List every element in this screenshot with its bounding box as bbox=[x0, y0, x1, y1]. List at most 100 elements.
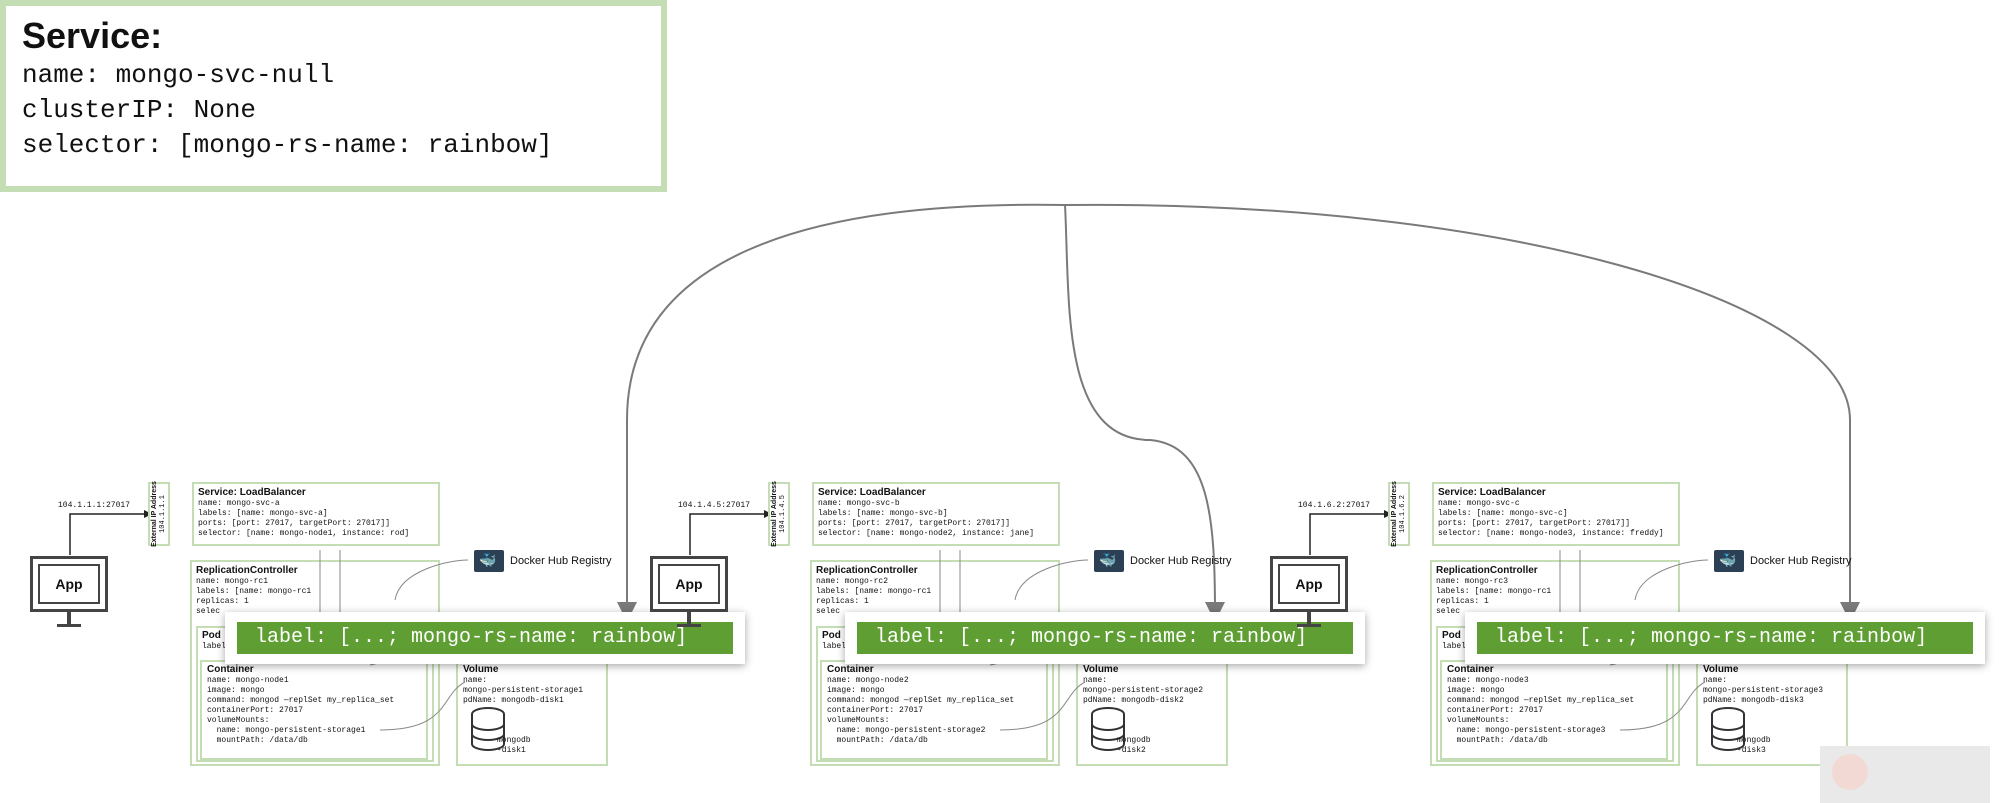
container-line: containerPort: 27017 bbox=[1447, 706, 1544, 715]
container-line: mountPath: /data/db bbox=[1447, 736, 1548, 745]
loadbalancer-title: Service: LoadBalancer bbox=[198, 487, 306, 498]
loadbalancer-line: labels: [name: mongo-svc-c] bbox=[1438, 509, 1568, 518]
docker-icon bbox=[474, 550, 504, 572]
docker-label: Docker Hub Registry bbox=[1130, 555, 1232, 567]
container-line: containerPort: 27017 bbox=[827, 706, 924, 715]
loadbalancer-line: ports: [port: 27017, targetPort: 27017]] bbox=[198, 519, 391, 528]
headless-service-box: Service: name: mongo-svc-null clusterIP:… bbox=[0, 0, 667, 192]
volume-line: mongo-persistent-storage2 bbox=[1083, 686, 1204, 695]
container-line: name: mongo-persistent-storage1 bbox=[207, 726, 366, 735]
rc-line: labels: [name: mongo-rc1 bbox=[196, 587, 312, 596]
pod-label-line: label bbox=[202, 642, 227, 651]
container-line: name: mongo-persistent-storage3 bbox=[1447, 726, 1606, 735]
loadbalancer-line: ports: [port: 27017, targetPort: 27017]] bbox=[1438, 519, 1631, 528]
container-line: name: mongo-persistent-storage2 bbox=[827, 726, 986, 735]
loadbalancer-title: Service: LoadBalancer bbox=[1438, 487, 1546, 498]
container-line: command: mongod —replSet my_replica_set bbox=[1447, 696, 1635, 705]
volume-line: pdName: mongodb-disk3 bbox=[1703, 696, 1804, 705]
rc-line: labels: [name: mongo-rc1 bbox=[1436, 587, 1552, 596]
service-title: Service: bbox=[22, 15, 163, 56]
docker-icon bbox=[1714, 550, 1744, 572]
container-title: Container bbox=[1447, 664, 1494, 675]
loadbalancer-line: selector: [name: mongo-node1, instance: … bbox=[198, 529, 410, 538]
volume-line: name: bbox=[1083, 676, 1108, 685]
pod-title: Pod bbox=[202, 630, 221, 641]
container-line: name: mongo-node1 bbox=[207, 676, 289, 685]
label-banner-text: label: [...; mongo-rs-name: rainbow] bbox=[237, 622, 733, 654]
app-label: App bbox=[1278, 564, 1340, 604]
arrow-to-node3 bbox=[1064, 203, 1860, 622]
ip-port-label: 104.1.1.1:27017 bbox=[58, 501, 131, 510]
loadbalancer-line: name: mongo-svc-c bbox=[1438, 499, 1520, 508]
watermark bbox=[1820, 746, 1990, 803]
rc-title: ReplicationController bbox=[816, 565, 918, 576]
monitor-base bbox=[57, 624, 81, 627]
arrow-to-node1 bbox=[617, 203, 1066, 622]
container-line: command: mongod —replSet my_replica_set bbox=[207, 696, 395, 705]
container-line: volumeMounts: bbox=[207, 716, 270, 725]
rc-line: name: mongo-rc2 bbox=[816, 577, 889, 586]
label-banner: label: [...; mongo-rs-name: rainbow] bbox=[845, 612, 1365, 664]
container-line: image: mongo bbox=[207, 686, 265, 695]
disk-icon bbox=[471, 707, 505, 751]
pod-label-line: label bbox=[822, 642, 847, 651]
container-line: name: mongo-node2 bbox=[827, 676, 909, 685]
volume-line: pdName: mongodb-disk2 bbox=[1083, 696, 1184, 705]
disk-label: mongodb bbox=[1737, 736, 1771, 745]
pod-label-line: label bbox=[1442, 642, 1467, 651]
app-monitor-icon: App bbox=[1270, 556, 1348, 612]
service-selector-line: selector: [mongo-rs-name: rainbow] bbox=[22, 130, 553, 160]
loadbalancer-line: name: mongo-svc-b bbox=[818, 499, 900, 508]
rc-line: labels: [name: mongo-rc1 bbox=[816, 587, 932, 596]
docker-label: Docker Hub Registry bbox=[1750, 555, 1852, 567]
rc-title: ReplicationController bbox=[196, 565, 298, 576]
disk-icon bbox=[1711, 707, 1745, 751]
label-banner: label: [...; mongo-rs-name: rainbow] bbox=[1465, 612, 1985, 664]
volume-title: Volume bbox=[1703, 664, 1739, 675]
app-monitor-icon: App bbox=[30, 556, 108, 612]
monitor-stand bbox=[67, 612, 71, 626]
monitor-base bbox=[677, 624, 701, 627]
monitor-base bbox=[1297, 624, 1321, 627]
volume-line: name: bbox=[463, 676, 488, 685]
disk-label: -disk2 bbox=[1117, 746, 1146, 755]
docker-hub-registry: Docker Hub Registry bbox=[474, 550, 611, 572]
rc-line: selec bbox=[816, 607, 841, 616]
disk-label: -disk3 bbox=[1737, 746, 1766, 755]
label-banner-text: label: [...; mongo-rs-name: rainbow] bbox=[1477, 622, 1973, 654]
mascot-icon bbox=[1832, 754, 1868, 790]
label-banner-text: label: [...; mongo-rs-name: rainbow] bbox=[857, 622, 1353, 654]
container-title: Container bbox=[827, 664, 874, 675]
loadbalancer-title: Service: LoadBalancer bbox=[818, 487, 926, 498]
ip-port-label: 104.1.6.2:27017 bbox=[1298, 501, 1371, 510]
external-ip-value: 104.1.6.2 bbox=[1399, 495, 1407, 533]
external-ip-value: 104.1.1.1 bbox=[159, 495, 167, 533]
docker-icon bbox=[1094, 550, 1124, 572]
docker-hub-registry: Docker Hub Registry bbox=[1714, 550, 1851, 572]
loadbalancer-line: selector: [name: mongo-node2, instance: … bbox=[818, 529, 1035, 538]
app-monitor-icon: App bbox=[650, 556, 728, 612]
docker-label: Docker Hub Registry bbox=[510, 555, 612, 567]
external-ip-title: External IP Address bbox=[771, 481, 778, 547]
rc-line: replicas: 1 bbox=[1436, 597, 1489, 606]
rc-line: name: mongo-rc3 bbox=[1436, 577, 1509, 586]
disk-label: -disk1 bbox=[497, 746, 526, 755]
docker-hub-registry: Docker Hub Registry bbox=[1094, 550, 1231, 572]
volume-line: pdName: mongodb-disk1 bbox=[463, 696, 564, 705]
container-line: volumeMounts: bbox=[1447, 716, 1510, 725]
container-title: Container bbox=[207, 664, 254, 675]
rc-line: selec bbox=[196, 607, 221, 616]
loadbalancer-line: labels: [name: mongo-svc-b] bbox=[818, 509, 948, 518]
monitor-stand bbox=[1307, 612, 1311, 626]
rc-line: replicas: 1 bbox=[196, 597, 249, 606]
service-name-line: name: mongo-svc-null bbox=[22, 60, 335, 90]
